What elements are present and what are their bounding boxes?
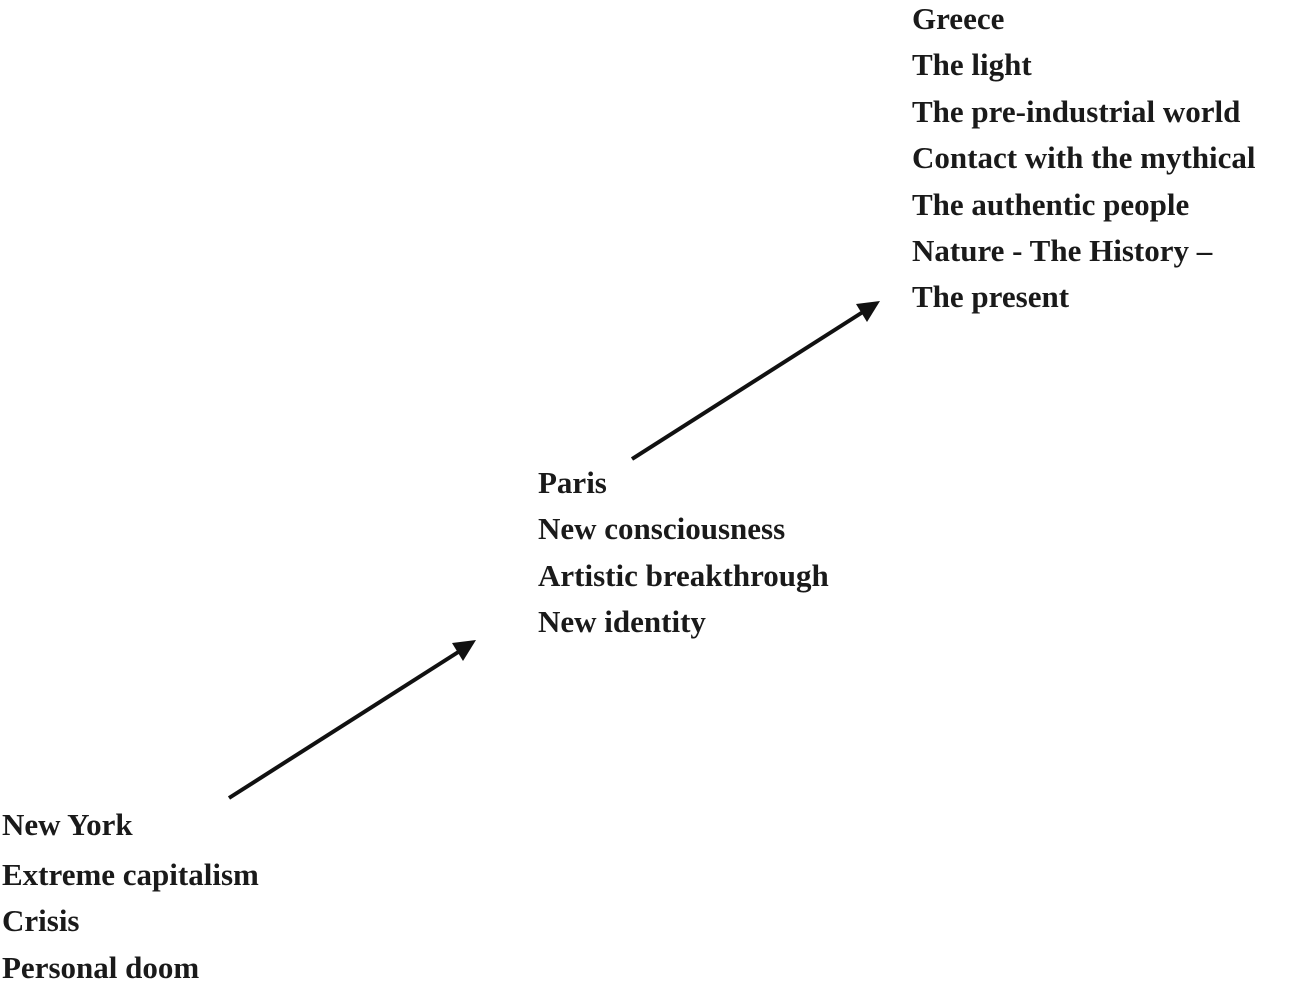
stage-item: The light bbox=[912, 47, 1032, 83]
stage-item: Contact with the mythical bbox=[912, 140, 1256, 176]
stage-item: The pre-industrial world bbox=[912, 93, 1241, 129]
stage-item: New consciousness bbox=[538, 511, 786, 547]
stage-item: Personal doom bbox=[2, 949, 200, 985]
stage-item: The authentic people bbox=[912, 186, 1190, 222]
stage-item: The present bbox=[912, 279, 1070, 315]
stage-item: Crisis bbox=[2, 903, 80, 939]
arrow-newyork-to-paris bbox=[227, 640, 476, 800]
arrowhead-icon bbox=[452, 640, 476, 661]
stage-paris: Paris New consciousness Artistic breakth… bbox=[538, 460, 829, 646]
stage-item: Extreme capitalism bbox=[2, 857, 259, 892]
stage-item: Artistic breakthrough bbox=[538, 557, 829, 593]
arrowhead-icon bbox=[856, 301, 880, 322]
stage-new-york: New York Extreme capitalism Crisis Perso… bbox=[2, 802, 259, 991]
stage-greece: Greece The light The pre-industrial worl… bbox=[912, 0, 1256, 321]
arrow-paris-to-greece bbox=[630, 301, 880, 461]
stage-item: Nature - The History – bbox=[912, 232, 1213, 268]
stage-title: Greece bbox=[912, 1, 1005, 36]
stage-item: New identity bbox=[538, 604, 706, 640]
stage-title: New York bbox=[2, 807, 133, 842]
stage-title: Paris bbox=[538, 465, 607, 500]
